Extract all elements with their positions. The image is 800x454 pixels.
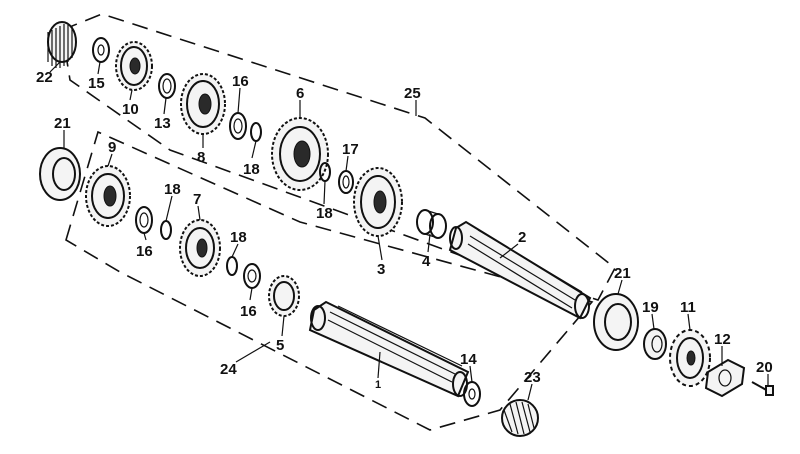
part-5-gear xyxy=(268,275,300,317)
callout-10: 10 xyxy=(122,101,139,118)
part-21-bearing-left xyxy=(39,147,81,201)
part-9-gear xyxy=(85,165,131,227)
callout-5: 5 xyxy=(276,337,284,354)
part-1-counter-shaft xyxy=(308,300,470,398)
callout-17: 17 xyxy=(342,141,359,158)
callout-labels: 22 15 10 13 8 16 18 6 18 17 3 4 2 25 21 … xyxy=(36,69,773,391)
part-13-ring xyxy=(158,73,176,99)
callout-7: 7 xyxy=(193,191,201,208)
part-18-clip-left xyxy=(160,220,172,240)
part-2-main-shaft xyxy=(448,220,592,320)
group-outline-24 xyxy=(65,130,594,431)
callout-16-left: 16 xyxy=(136,243,153,260)
callout-19: 19 xyxy=(642,299,659,316)
callout-6: 6 xyxy=(296,85,304,102)
callout-16-lower: 16 xyxy=(240,303,257,320)
callout-22: 22 xyxy=(36,69,53,86)
callout-14: 14 xyxy=(460,351,477,368)
part-16-washer-upper xyxy=(229,112,247,140)
part-14-washer xyxy=(463,381,481,407)
callout-2: 2 xyxy=(518,229,526,246)
part-7-gear xyxy=(179,219,221,277)
part-19-bearing xyxy=(643,328,667,360)
leader-lines xyxy=(49,61,769,401)
callout-18-lower: 18 xyxy=(230,229,247,246)
callout-9: 9 xyxy=(108,139,116,156)
callout-13: 13 xyxy=(154,115,171,132)
callout-21-right: 21 xyxy=(614,265,631,282)
part-17-washer xyxy=(338,170,354,194)
part-20-bolt xyxy=(751,381,774,396)
callout-15: 15 xyxy=(88,75,105,92)
part-16-washer-lower xyxy=(243,263,261,289)
callout-18-mid: 18 xyxy=(316,205,333,222)
callout-18-left: 18 xyxy=(164,181,181,198)
part-6-gear xyxy=(271,117,329,191)
callout-12: 12 xyxy=(714,331,731,348)
callout-4: 4 xyxy=(422,253,431,270)
callout-11: 11 xyxy=(680,299,696,316)
callout-16-upper: 16 xyxy=(232,73,249,90)
part-3-gear xyxy=(353,167,403,237)
part-21-bearing-right xyxy=(593,293,639,351)
callout-3: 3 xyxy=(377,261,385,278)
callout-8: 8 xyxy=(197,149,205,166)
part-18-clip-upper xyxy=(250,122,262,142)
part-12-plate xyxy=(704,358,746,398)
callout-24: 24 xyxy=(220,361,237,378)
group-outline-25 xyxy=(61,13,617,301)
callout-18-upper: 18 xyxy=(243,161,260,178)
part-11-sprocket xyxy=(669,329,711,387)
callout-20: 20 xyxy=(756,359,773,376)
part-23-needle-bearing xyxy=(501,399,539,437)
part-15-washer xyxy=(92,37,110,63)
part-4-bushing xyxy=(416,209,447,239)
callout-25: 25 xyxy=(404,85,421,102)
part-8-gear xyxy=(180,73,226,135)
part-10-gear xyxy=(115,41,153,91)
part-16-washer-left xyxy=(135,206,153,234)
callout-23: 23 xyxy=(524,369,541,386)
callout-21-left: 21 xyxy=(54,115,71,132)
part-18-clip-lower xyxy=(226,256,238,276)
callout-1: 1 xyxy=(375,379,381,391)
part-22-needle-bearing xyxy=(47,21,77,68)
